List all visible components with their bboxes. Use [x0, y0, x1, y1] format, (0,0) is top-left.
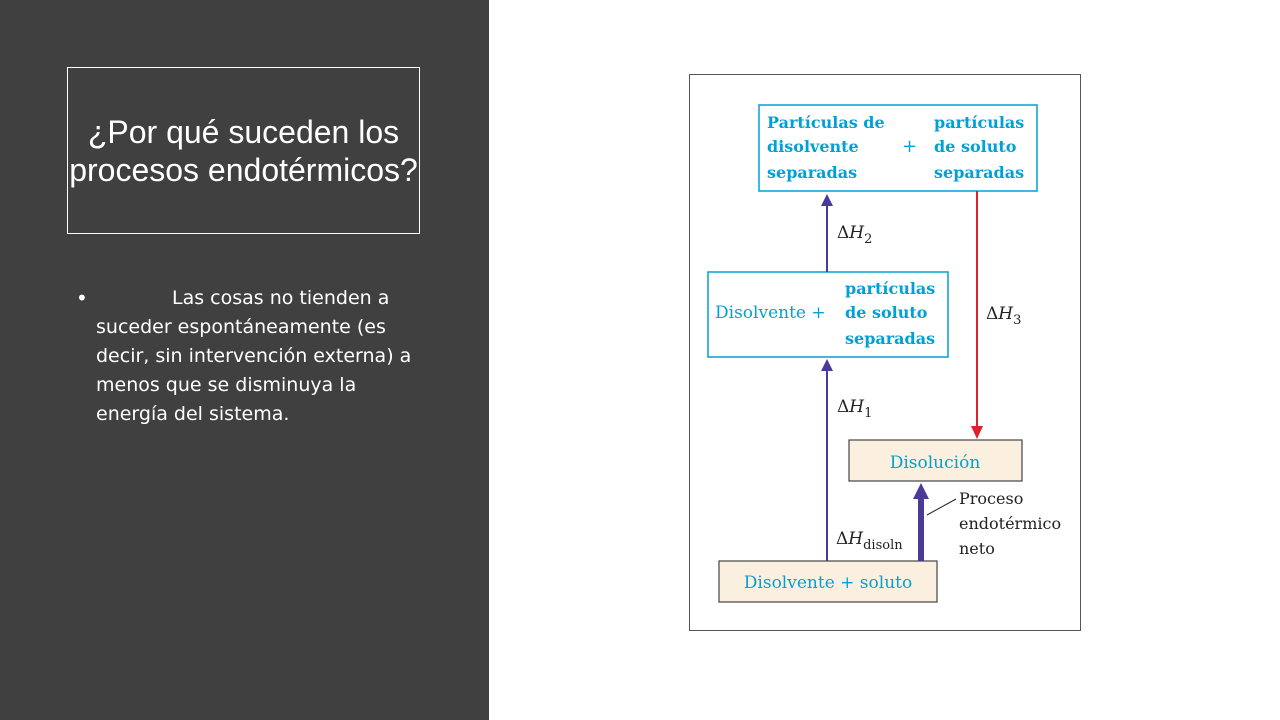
- delta-h1-label: ΔH1: [837, 397, 872, 421]
- middle-left-text: Disolvente +: [715, 303, 826, 323]
- top-left-line3: separadas: [767, 163, 857, 182]
- bullet-marker: •: [76, 286, 88, 310]
- bullet-text: Las cosas no tienden a suceder espontáne…: [96, 287, 412, 425]
- enthalpy-diagram-frame: Partículas de disolvente separadas partí…: [689, 74, 1081, 631]
- delta-h2-label: ΔH2: [837, 223, 872, 247]
- net-arrow-shaft: [918, 497, 924, 561]
- middle-right-line1: partículas: [845, 279, 935, 298]
- solvent-plus-separated-solute-box: [707, 271, 949, 358]
- top-right-line3: separadas: [934, 163, 1024, 182]
- delta-h1-arrowhead: [821, 359, 833, 371]
- top-right-line1: partículas: [934, 113, 1024, 132]
- middle-right-line3: separadas: [845, 329, 935, 348]
- enthalpy-diagram: Partículas de disolvente separadas partí…: [707, 104, 1061, 603]
- net-process-line2: endotérmico: [959, 514, 1061, 533]
- bullet-list: • Las cosas no tienden a suceder espontá…: [76, 284, 416, 429]
- left-panel: ¿Por qué suceden los procesos endotérmic…: [0, 0, 489, 720]
- delta-h3-arrowhead: [971, 426, 983, 439]
- top-plus: +: [902, 136, 917, 157]
- solution-box: [848, 439, 1023, 482]
- separated-particles-box: [758, 104, 1038, 192]
- net-process-leader-line: [926, 498, 957, 516]
- middle-right-line2: de soluto: [845, 303, 928, 322]
- top-left-line2: disolvente: [767, 137, 859, 156]
- solution-label: Disolución: [890, 453, 981, 473]
- title-box: ¿Por qué suceden los procesos endotérmic…: [67, 67, 420, 234]
- net-process-line1: Proceso: [959, 489, 1023, 508]
- slide-title: ¿Por qué suceden los procesos endotérmic…: [69, 113, 418, 188]
- delta-h2-arrowhead: [821, 194, 833, 206]
- solvent-plus-solute-box: [718, 560, 938, 603]
- net-arrow-arrowhead: [913, 483, 929, 499]
- bottom-box-label: Disolvente + soluto: [744, 573, 912, 593]
- top-left-line1: Partículas de: [767, 113, 885, 132]
- net-process-line3: neto: [959, 539, 995, 558]
- delta-h3-label: ΔH3: [986, 304, 1021, 328]
- delta-h-disoln-label: ΔHdisoln: [836, 529, 903, 553]
- top-right-line2: de soluto: [934, 137, 1017, 156]
